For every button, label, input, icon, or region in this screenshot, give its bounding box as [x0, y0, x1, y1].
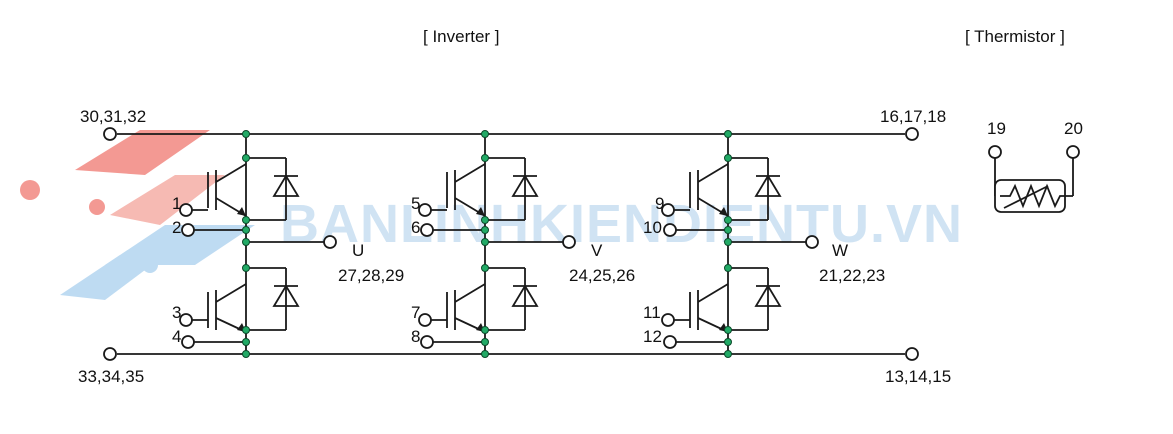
thermistor-pin-left: 19 — [987, 119, 1006, 138]
phase-name-w: W — [832, 241, 848, 260]
pin-label-u-upper-emitter: 2 — [172, 218, 181, 237]
pin-label-w-upper-gate: 9 — [655, 194, 664, 213]
phase-pins-u: 27,28,29 — [338, 266, 404, 285]
watermark-logo — [20, 130, 255, 300]
pin-label-w-lower-gate: 11 — [643, 303, 661, 322]
bus-label-bottom-left: 33,34,35 — [78, 367, 144, 386]
phase-name-u: U — [352, 241, 364, 260]
bus-label-top-right: 16,17,18 — [880, 107, 946, 126]
bus-label-top-left: 30,31,32 — [80, 107, 146, 126]
pin-label-w-upper-emitter: 10 — [643, 218, 662, 237]
inverter-title: [ Inverter ] — [423, 27, 500, 46]
pin-label-v-lower-gate: 7 — [411, 303, 420, 322]
pin-label-u-lower-emitter: 4 — [172, 327, 181, 346]
pin-label-v-upper-emitter: 6 — [411, 218, 420, 237]
pin-label-u-upper-gate: 1 — [172, 194, 181, 213]
terminal-bottom-left — [103, 347, 117, 361]
watermark-text: BANLINHKIENDIENTU.VN — [280, 194, 963, 254]
pin-label-v-upper-gate: 5 — [411, 194, 420, 213]
pin-label-u-lower-gate: 3 — [172, 303, 181, 322]
bus-label-bottom-right: 13,14,15 — [885, 367, 951, 386]
thermistor-symbol — [988, 145, 1080, 213]
phase-pins-w: 21,22,23 — [819, 266, 885, 285]
phase-pins-v: 24,25,26 — [569, 266, 635, 285]
thermistor-title: [ Thermistor ] — [965, 27, 1065, 46]
pin-label-v-lower-emitter: 8 — [411, 327, 420, 346]
terminal-top-left — [103, 127, 117, 141]
terminal-top-right — [905, 127, 919, 141]
terminal-bottom-right — [905, 347, 919, 361]
pin-label-w-lower-emitter: 12 — [643, 327, 662, 346]
thermistor-pin-right: 20 — [1064, 119, 1083, 138]
phase-name-v: V — [591, 241, 603, 260]
